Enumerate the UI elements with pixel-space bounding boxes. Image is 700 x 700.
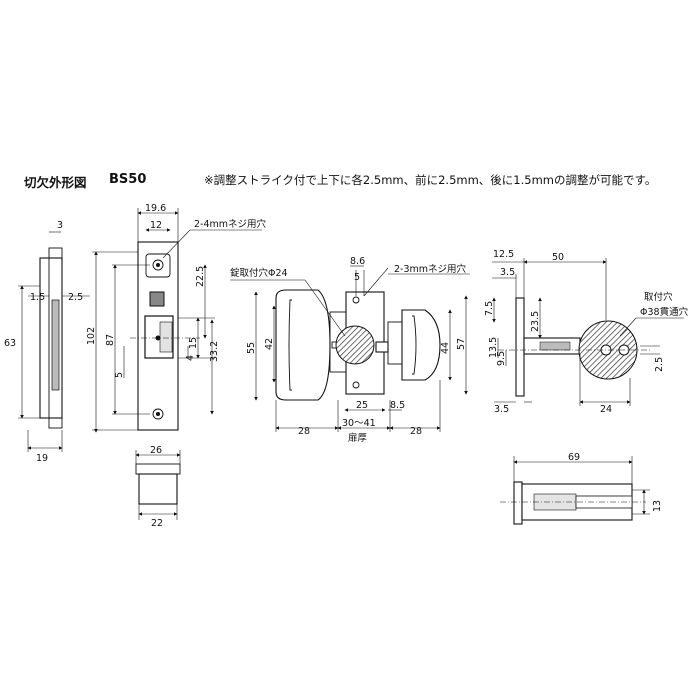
knob-assembly-view: 8.6 5 2-3mmネジ用穴 錠取付穴Φ24 55 42 44 57 25 8… xyxy=(230,256,470,444)
dim-latch-69: 69 xyxy=(568,452,580,463)
strike-side-view: 3 1.5 2.5 63 19 xyxy=(4,220,90,464)
dim-strike-2.5: 2.5 xyxy=(68,292,83,303)
callout-through-hole: Φ38貫通穴 xyxy=(640,306,689,318)
dim-strike-1.5: 1.5 xyxy=(30,292,45,303)
left-knob xyxy=(275,289,331,401)
dim-section-7.5: 7.5 xyxy=(484,301,495,316)
strike-tab xyxy=(51,299,60,391)
lock-hole xyxy=(335,325,375,365)
callout-3mm-screw: 2-3mmネジ用穴 xyxy=(394,263,467,275)
latch-view: 69 13 xyxy=(500,452,663,525)
latch-faceplate xyxy=(513,481,523,525)
dim-plate-22.5: 22.5 xyxy=(195,266,206,287)
front-plate-view: 19.6 12 2-4mmネジ用穴 22.5 15 4 33.2 102 xyxy=(86,203,267,433)
dim-knob-28-left: 28 xyxy=(298,426,310,437)
dim-section-13.5: 13.5 xyxy=(488,337,499,358)
dim-strike-63: 63 xyxy=(4,338,16,349)
door-thickness-label: 扉厚 xyxy=(348,432,368,444)
dim-section-3.5-top: 3.5 xyxy=(500,267,515,278)
dim-knob-phi55: 55 xyxy=(246,342,257,354)
dim-knob-28-right: 28 xyxy=(410,426,422,437)
callout-lock-hole: 錠取付穴Φ24 xyxy=(230,267,288,279)
dim-knob-8.6: 8.6 xyxy=(350,256,365,267)
side-section-view: 12.5 50 3.5 7.5 23.5 13.5 9.5 2.5 取付穴 Φ3… xyxy=(484,249,689,415)
dim-knob-5: 5 xyxy=(354,272,360,283)
dim-section-50: 50 xyxy=(552,252,564,263)
section-faceplate xyxy=(515,297,525,397)
strike-plate xyxy=(48,247,63,429)
adjustment-note: ※調整ストライク付で上下に各2.5mm、前に2.5mm、後に1.5mmの調整が可… xyxy=(204,173,657,187)
dim-section-3.5-bottom: 3.5 xyxy=(494,404,509,415)
model-number: BS50 xyxy=(109,172,147,187)
drawing-title: 切欠外形図 xyxy=(24,175,87,190)
dim-latch-13: 13 xyxy=(652,500,663,512)
dim-plate-33.2: 33.2 xyxy=(209,341,220,362)
dim-bottom-26: 26 xyxy=(150,445,162,456)
callout-screw-hole: 2-4mmネジ用穴 xyxy=(194,218,267,230)
dim-section-2.5: 2.5 xyxy=(654,357,665,372)
dim-knob-42: 42 xyxy=(264,338,275,350)
dim-plate-12: 12 xyxy=(150,220,162,231)
bottom-body xyxy=(138,473,178,505)
right-knob xyxy=(401,309,441,381)
dim-section-9.5: 9.5 xyxy=(496,351,507,366)
callout-mount-hole: 取付穴 xyxy=(644,291,673,303)
dim-plate-4: 4 xyxy=(185,355,196,361)
screw-hole-bottom xyxy=(152,408,164,420)
dim-strike-3: 3 xyxy=(57,220,63,231)
dim-plate-5: 5 xyxy=(114,372,125,378)
dim-knob-8.5: 8.5 xyxy=(390,400,405,411)
latch-bolt xyxy=(149,291,165,307)
dim-bottom-22: 22 xyxy=(151,518,163,529)
screw-hole-top xyxy=(152,259,164,271)
dim-knob-phi44: 44 xyxy=(440,342,451,354)
dim-plate-19.6: 19.6 xyxy=(145,203,166,214)
dim-plate-15: 15 xyxy=(188,337,199,349)
dim-knob-25: 25 xyxy=(356,400,368,411)
dim-section-24: 24 xyxy=(600,404,612,415)
dim-strike-19: 19 xyxy=(36,453,48,464)
dim-plate-102: 102 xyxy=(86,327,97,345)
dim-section-12.5: 12.5 xyxy=(493,249,514,260)
bottom-view: 26 22 xyxy=(135,445,181,529)
dim-knob-door-range: 30～41 xyxy=(342,418,376,429)
bottom-flange xyxy=(135,463,181,475)
dim-section-23.5: 23.5 xyxy=(530,311,541,332)
dim-plate-87: 87 xyxy=(105,334,116,346)
dim-knob-57: 57 xyxy=(456,338,467,350)
